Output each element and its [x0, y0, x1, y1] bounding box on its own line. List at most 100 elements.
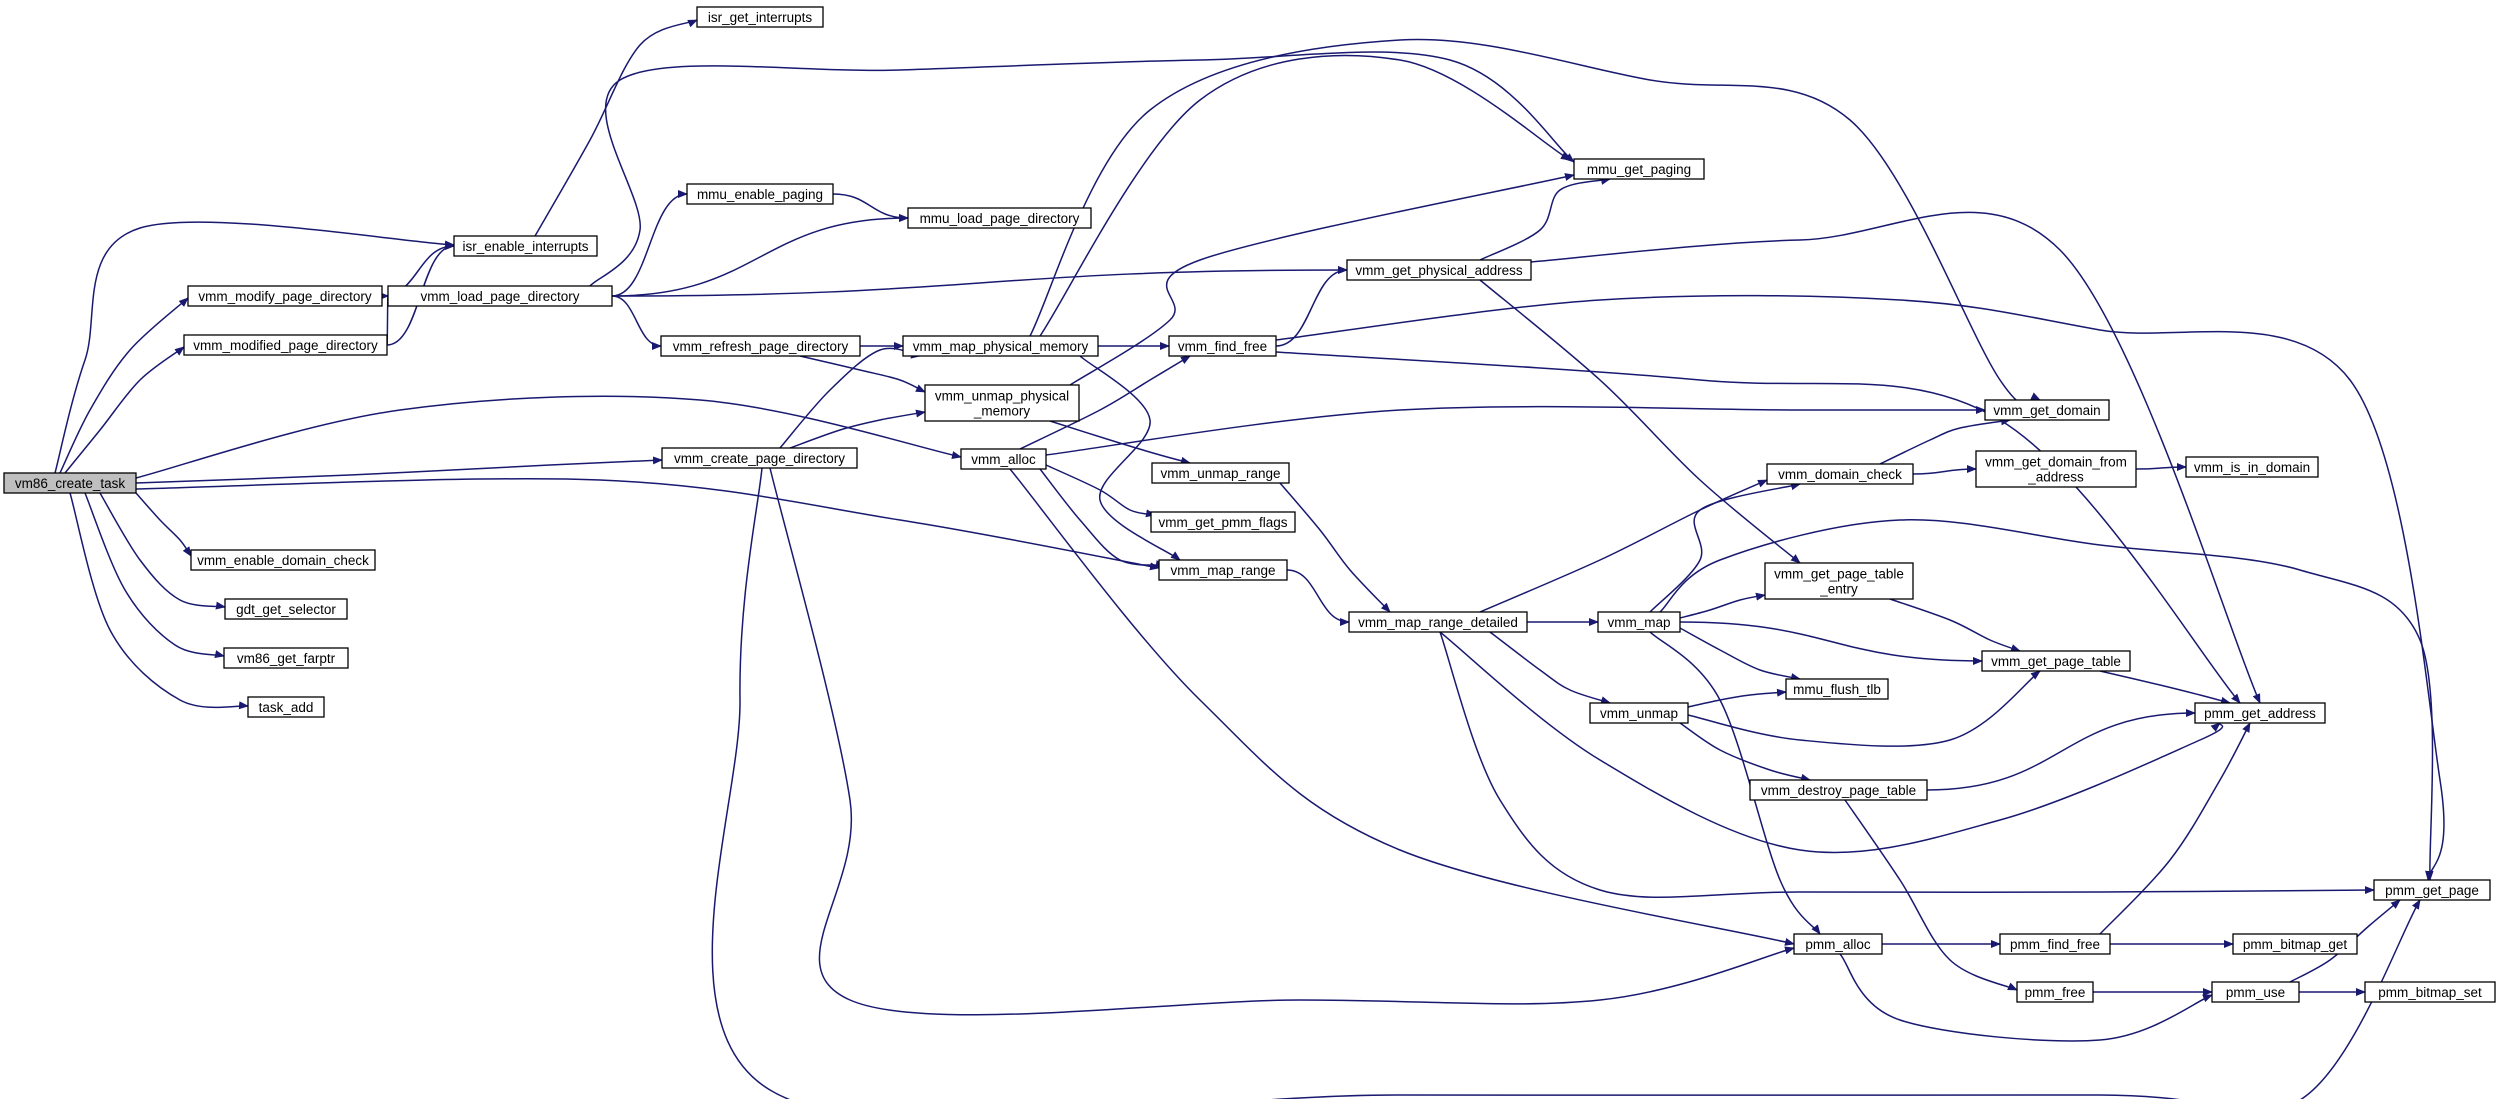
- node-vmm-is-in-domain[interactable]: vmm_is_in_domain: [2185, 456, 2319, 478]
- node-label: mmu_get_paging: [1587, 162, 1691, 177]
- node-box: [1999, 933, 2111, 955]
- node-vmm-map-range-detailed[interactable]: vmm_map_range_detailed: [1348, 611, 1528, 633]
- node-label: vm86_create_task: [15, 476, 126, 491]
- node-vmm-destroy-page-table[interactable]: vmm_destroy_page_table: [1749, 779, 1928, 801]
- node-pmm-use[interactable]: pmm_use: [2211, 981, 2300, 1003]
- node-vmm-modify-page-directory[interactable]: vmm_modify_page_directory: [187, 285, 383, 307]
- edge-vm86_create_task-to-vmm_modify_page_directory: [59, 297, 189, 474]
- node-mmu-load-page-directory[interactable]: mmu_load_page_directory: [907, 207, 1092, 229]
- node-pmm-get-address[interactable]: pmm_get_address: [2194, 702, 2326, 724]
- node-label: _entry: [1819, 582, 1858, 597]
- edge-vmm_map-to-pmm_get_page: [1659, 519, 2434, 881]
- node-vmm-unmap[interactable]: vmm_unmap: [1589, 702, 1689, 724]
- node-label: vmm_destroy_page_table: [1761, 783, 1916, 798]
- node-pmm-bitmap-get[interactable]: pmm_bitmap_get: [2232, 933, 2358, 955]
- node-vmm-find-free[interactable]: vmm_find_free: [1168, 335, 1277, 357]
- node-vmm-get-page-table[interactable]: vmm_get_page_table: [1981, 650, 2131, 672]
- node-box: [1150, 511, 1296, 533]
- node-label: vmm_map_range: [1170, 563, 1275, 578]
- node-vmm-refresh-page-directory[interactable]: vmm_refresh_page_directory: [660, 335, 861, 357]
- edge-vmm_find_free-to-pmm_get_address: [1275, 351, 2241, 704]
- edge-vmm_alloc-to-pmm_alloc: [1009, 468, 1795, 946]
- node-vmm-map[interactable]: vmm_map: [1597, 611, 1681, 633]
- node-pmm-find-free[interactable]: pmm_find_free: [1999, 933, 2111, 955]
- edge-vmm_alloc-to-vmm_get_pmm_flags: [1045, 464, 1156, 518]
- node-label: task_add: [259, 700, 314, 715]
- node-vmm-modified-page-directory[interactable]: vmm_modified_page_directory: [183, 334, 388, 356]
- edge-vmm_unmap-to-vmm_get_page_table: [1687, 670, 2041, 747]
- edge-vmm_load_page_directory-to-vmm_get_physical_address: [611, 266, 1348, 297]
- node-label: isr_enable_interrupts: [462, 239, 588, 254]
- edge-vm86_create_task-to-vmm_alloc: [135, 395, 962, 479]
- node-label: vmm_unmap_physical: [935, 389, 1069, 404]
- node-label: vmm_is_in_domain: [2194, 460, 2310, 475]
- node-vmm-unmap-range[interactable]: vmm_unmap_range: [1151, 462, 1290, 484]
- node-vmm-get-domain[interactable]: vmm_get_domain: [1984, 399, 2110, 421]
- node-vmm-unmap-physical-memory[interactable]: vmm_unmap_physical_memory: [924, 384, 1080, 422]
- node-isr-enable-interrupts[interactable]: isr_enable_interrupts: [453, 235, 598, 257]
- edge-vmm_alloc-to-vmm_map_range: [1039, 468, 1166, 569]
- edge-vmm_map_range-to-vmm_map_range_detailed: [1286, 569, 1350, 626]
- node-vmm-get-page-table-entry[interactable]: vmm_get_page_table_entry: [1764, 562, 1914, 600]
- nodes: vm86_create_task isr_get_interrupts isr_en…: [3, 6, 2496, 1003]
- edge-vmm_unmap-to-mmu_flush_tlb: [1687, 688, 1787, 708]
- node-pmm-get-page[interactable]: pmm_get_page: [2373, 879, 2491, 901]
- node-vmm-enable-domain-check[interactable]: vmm_enable_domain_check: [190, 549, 376, 571]
- node-label: gdt_get_selector: [236, 602, 336, 617]
- node-isr-get-interrupts[interactable]: isr_get_interrupts: [696, 6, 824, 28]
- node-vmm-map-physical-memory[interactable]: vmm_map_physical_memory: [902, 335, 1099, 357]
- node-box: [924, 384, 1080, 422]
- node-box: [2016, 981, 2094, 1003]
- node-label: vmm_enable_domain_check: [197, 553, 369, 568]
- node-label: mmu_flush_tlb: [1793, 682, 1881, 697]
- edge-vmm_map_range_detailed-to-pmm_get_page: [1439, 631, 2375, 899]
- edge-isr_enable_interrupts-to-isr_get_interrupts: [534, 19, 698, 237]
- node-vmm-load-page-directory[interactable]: vmm_load_page_directory: [387, 285, 613, 307]
- node-vmm-get-domain-from-address[interactable]: vmm_get_domain_from_address: [1975, 450, 2137, 488]
- node-box: [2364, 981, 2496, 1003]
- node-pmm-bitmap-set[interactable]: pmm_bitmap_set: [2364, 981, 2496, 1003]
- node-box: [1597, 611, 1681, 633]
- node-label: vmm_alloc: [971, 452, 1036, 467]
- edge-vmm_unmap_physical_memory-to-mmu_get_paging: [1069, 173, 1575, 386]
- node-label: pmm_use: [2226, 985, 2285, 1000]
- node-box: [960, 448, 1047, 470]
- node-box: [2185, 456, 2319, 478]
- edge-pmm_alloc-to-pmm_use: [1839, 953, 2213, 1042]
- node-mmu-flush-tlb[interactable]: mmu_flush_tlb: [1785, 678, 1889, 700]
- edge-vmm_create_page_directory-to-vmm_map_physical_memory: [779, 347, 921, 449]
- node-label: vmm_refresh_page_directory: [673, 339, 849, 354]
- node-box: [1766, 463, 1914, 485]
- edge-vmm_load_page_directory-to-vmm_refresh_page_directory: [611, 295, 662, 350]
- node-gdt-get-selector[interactable]: gdt_get_selector: [224, 598, 348, 620]
- edge-mmu_enable_paging-to-mmu_load_page_directory: [832, 193, 909, 222]
- edge-vmm_alloc-to-vmm_get_domain: [1045, 405, 1986, 456]
- node-label: isr_get_interrupts: [708, 10, 813, 25]
- node-mmu-get-paging[interactable]: mmu_get_paging: [1573, 158, 1705, 180]
- node-vmm-map-range[interactable]: vmm_map_range: [1158, 559, 1288, 581]
- node-vmm-domain-check[interactable]: vmm_domain_check: [1766, 463, 1914, 485]
- node-label: pmm_get_address: [2204, 706, 2316, 721]
- node-label: vmm_unmap: [1600, 706, 1678, 721]
- edge-vmm_find_free-to-vmm_get_physical_address: [1275, 266, 1348, 347]
- node-vmm-get-physical-address[interactable]: vmm_get_physical_address: [1346, 259, 1532, 281]
- node-vmm-create-page-directory[interactable]: vmm_create_page_directory: [661, 447, 858, 469]
- node-vm86-get-farptr[interactable]: vm86_get_farptr: [223, 647, 349, 669]
- node-label: vmm_get_page_table: [1774, 567, 1904, 582]
- node-task-add[interactable]: task_add: [247, 696, 325, 718]
- node-label: vmm_unmap_range: [1160, 466, 1280, 481]
- node-vm86-create-task[interactable]: vm86_create_task: [3, 472, 137, 494]
- node-pmm-alloc[interactable]: pmm_alloc: [1793, 933, 1883, 955]
- node-vmm-alloc[interactable]: vmm_alloc: [960, 448, 1047, 470]
- node-label: vmm_get_page_table: [1991, 654, 2121, 669]
- edge-vmm_map_range_detailed-to-vmm_domain_check: [1479, 479, 1768, 613]
- node-mmu-enable-paging[interactable]: mmu_enable_paging: [686, 183, 834, 205]
- node-label: pmm_free: [2025, 985, 2086, 1000]
- edge-vm86_create_task-to-vmm_map_range: [135, 478, 1160, 571]
- node-box: [696, 6, 824, 28]
- node-vmm-get-pmm-flags[interactable]: vmm_get_pmm_flags: [1150, 511, 1296, 533]
- node-pmm-free[interactable]: pmm_free: [2016, 981, 2094, 1003]
- edge-vm86_create_task-to-task_add: [69, 492, 249, 710]
- node-box: [902, 335, 1099, 357]
- node-label: _address: [2027, 470, 2084, 485]
